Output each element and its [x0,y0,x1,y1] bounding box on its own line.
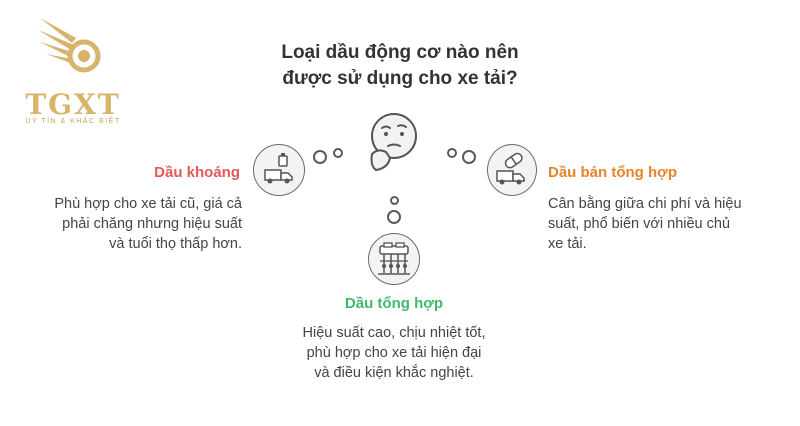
description-line: Phù hợp cho xe tải cũ, giá cả [54,196,242,212]
description-line: và tuổi thọ thấp hơn. [109,236,242,252]
pill-truck-icon [487,144,537,196]
oil-truck-icon [253,144,305,196]
option-description-synthetic-oil: Hiệu suất cao, chịu nhiệt tốt, phù hợp c… [260,323,528,383]
connector-dot [447,148,457,158]
connector-dot [462,150,476,164]
option-description-mineral-oil: Phù hợp cho xe tải cũ, giá cả phải chăng… [54,194,242,254]
title-line-1: Loại dầu động cơ nào nên [281,42,519,63]
diagram-title: Loại dầu động cơ nào nên được sử dụng ch… [250,40,550,92]
oil-refinery-icon [368,233,420,285]
thinking-face-icon [370,113,417,172]
option-description-semi-synthetic-oil: Cân bằng giữa chi phí và hiệu suất, phổ … [548,194,742,254]
option-heading-mineral-oil: Dầu khoáng [154,164,240,181]
description-line: và điều kiện khắc nghiệt. [314,365,474,381]
option-heading-semi-synthetic-oil: Dầu bán tổng hợp [548,164,677,181]
connector-dot [387,210,401,224]
description-line: phải chăng nhưng hiệu suất [62,216,242,232]
description-line: Hiệu suất cao, chịu nhiệt tốt, [302,325,486,341]
description-line: xe tải. [548,236,587,252]
description-line: suất, phổ biến với nhiều chủ [548,216,731,232]
description-line: phù hợp cho xe tải hiện đại [306,345,482,361]
description-line: Cân bằng giữa chi phí và hiệu [548,196,742,212]
logo-wordmark: TGXT [25,88,121,121]
wing-logo-icon [38,18,101,73]
connector-dot [390,196,399,205]
connector-dot [313,150,327,164]
brand-logo: TGXT UY TÍN & KHÁC BIỆT [8,12,138,125]
option-heading-synthetic-oil: Dầu tổng hợp [344,295,444,312]
title-line-2: được sử dụng cho xe tải? [282,68,518,89]
logo-tagline: UY TÍN & KHÁC BIỆT [25,118,121,125]
connector-dot [333,148,343,158]
